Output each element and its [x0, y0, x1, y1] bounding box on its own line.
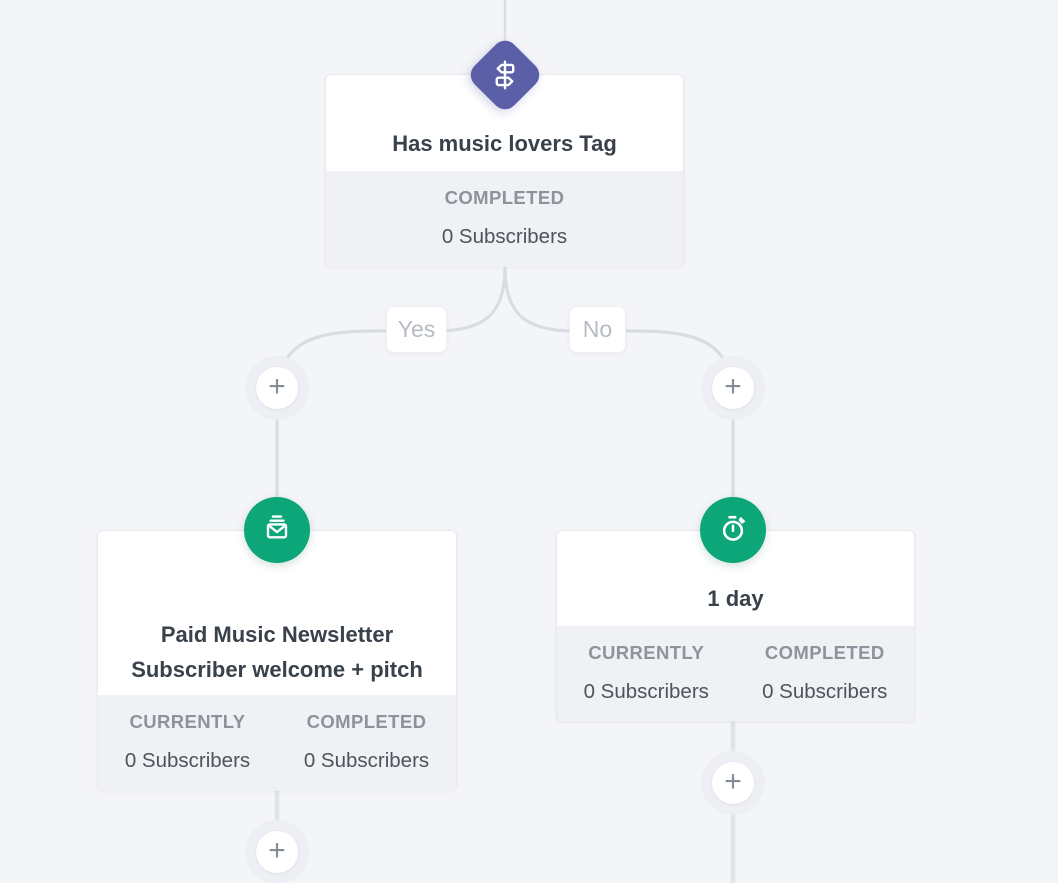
delay-node-card[interactable]: 1 day CURRENTLY 0 Subscribers COMPLETED …	[556, 530, 915, 722]
branch-label-yes-text: Yes	[397, 316, 436, 342]
condition-node-head: Has music lovers Tag	[326, 75, 683, 171]
connector-branch-no	[503, 266, 735, 502]
stat-label: CURRENTLY	[588, 642, 705, 663]
stat-completed: COMPLETED 0 Subscribers	[277, 695, 456, 791]
add-step-button-below-delay[interactable]: +	[712, 762, 754, 804]
delay-node-badge[interactable]	[700, 497, 766, 563]
email-node-footer: CURRENTLY 0 Subscribers COMPLETED 0 Subs…	[98, 695, 456, 791]
stat-value: 0 Subscribers	[762, 680, 888, 703]
stat-label: COMPLETED	[444, 187, 565, 208]
add-step-halo: +	[701, 356, 765, 420]
add-step-halo: +	[245, 820, 309, 883]
stat-label: COMPLETED	[764, 642, 885, 663]
email-node-card[interactable]: Paid Music Newsletter Subscriber welcome…	[97, 530, 457, 791]
stat-currently: CURRENTLY 0 Subscribers	[98, 695, 277, 791]
branch-label-no: No	[569, 306, 626, 353]
email-node-head: Paid Music Newsletter Subscriber welcome…	[98, 531, 456, 695]
branch-label-no-text: No	[582, 316, 613, 342]
add-step-button-yes-branch[interactable]: +	[256, 367, 298, 409]
connector-branch-yes	[275, 266, 507, 502]
condition-node-badge[interactable]	[465, 35, 545, 115]
stat-label: COMPLETED	[306, 711, 427, 732]
email-node-badge[interactable]	[244, 497, 310, 563]
branch-label-yes: Yes	[386, 306, 447, 353]
stat-value: 0 Subscribers	[303, 749, 430, 772]
stat-currently: CURRENTLY 0 Subscribers	[557, 626, 736, 721]
stat-value: 0 Subscribers	[583, 680, 709, 703]
condition-node-footer: COMPLETED 0 Subscribers	[326, 171, 683, 267]
plus-icon: +	[268, 833, 286, 867]
plus-icon: +	[724, 764, 742, 798]
condition-node-title: Has music lovers Tag	[392, 131, 617, 156]
plus-icon: +	[724, 369, 742, 403]
newsletter-email-icon	[259, 510, 295, 551]
stat-value: 0 Subscribers	[441, 225, 568, 248]
stat-completed: COMPLETED 0 Subscribers	[736, 626, 915, 721]
delay-node-footer: CURRENTLY 0 Subscribers COMPLETED 0 Subs…	[557, 626, 914, 721]
email-node-title: Paid Music Newsletter Subscriber welcome…	[131, 622, 423, 682]
delay-node-head: 1 day	[557, 531, 914, 626]
add-step-halo: +	[245, 356, 309, 420]
stopwatch-icon	[715, 510, 751, 551]
stat-value: 0 Subscribers	[124, 749, 251, 772]
split-condition-icon	[488, 58, 522, 92]
add-step-halo: +	[701, 751, 765, 815]
plus-icon: +	[268, 369, 286, 403]
delay-node-title: 1 day	[707, 586, 764, 611]
add-step-button-no-branch[interactable]: +	[712, 367, 754, 409]
stat-label: CURRENTLY	[129, 711, 246, 732]
stat-completed: COMPLETED 0 Subscribers	[326, 171, 683, 267]
add-step-button-below-email[interactable]: +	[256, 831, 298, 873]
